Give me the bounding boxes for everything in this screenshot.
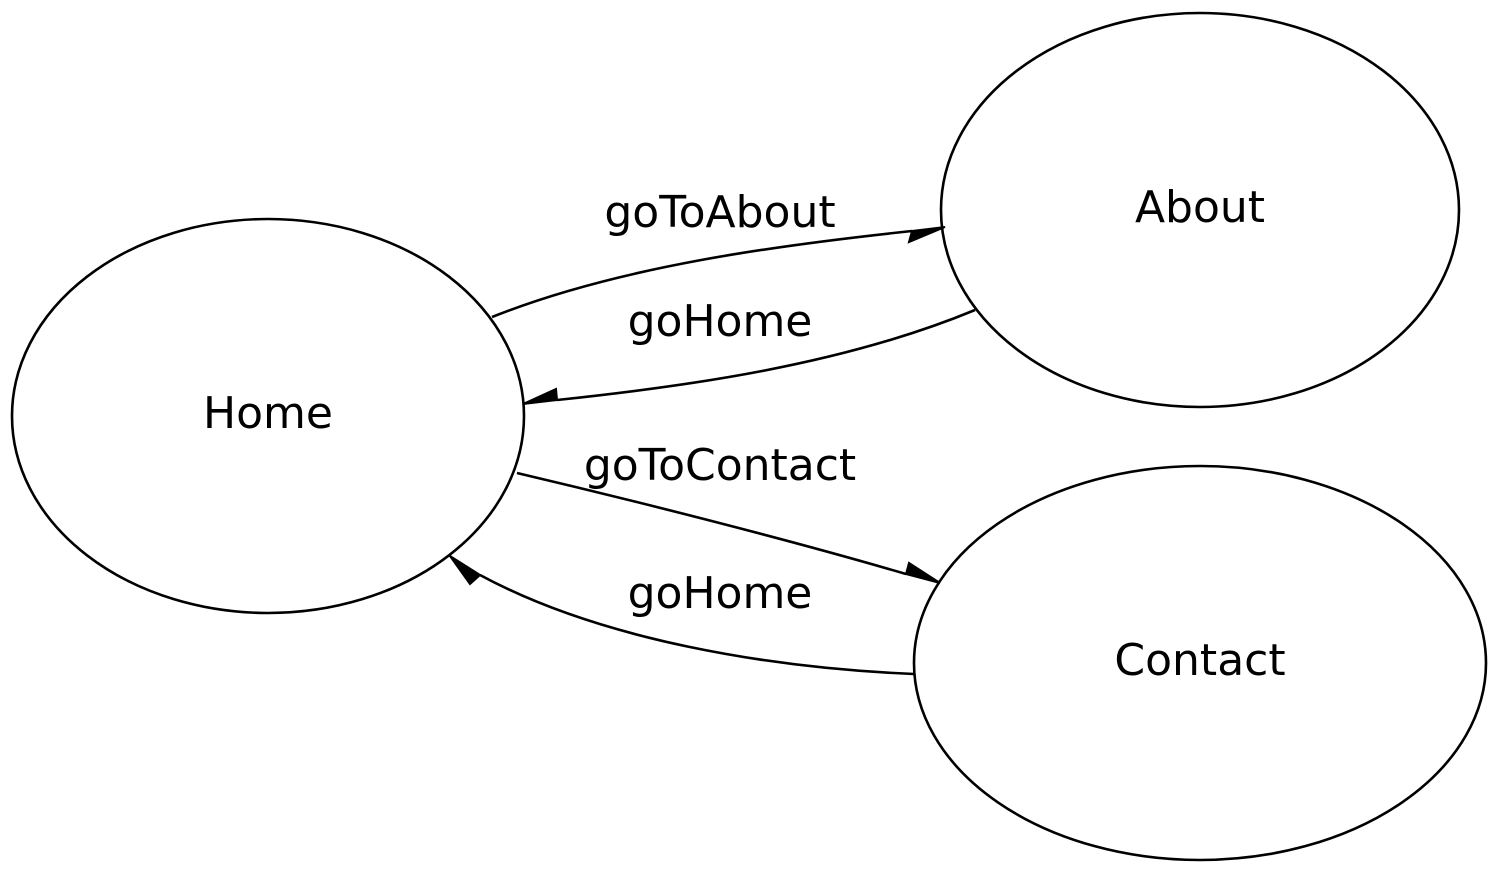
node-contact: Contact [912,464,1488,862]
node-home-shape [10,217,526,615]
edge-home-to-about-label: goToAbout [604,187,835,238]
edge-about-to-home: goHome [522,296,976,405]
arrowhead-icon [904,561,941,584]
edge-contact-to-home-label: goHome [628,568,813,619]
node-contact-shape [912,464,1488,862]
edge-home-to-contact: goToContact [516,440,941,584]
arrowhead-icon [522,387,559,405]
edge-about-to-home-label: goHome [628,296,813,347]
edge-contact-to-home-line [479,573,915,676]
node-about: About [939,11,1461,409]
edge-about-to-home-line [556,308,976,402]
edge-home-to-contact-label: goToContact [584,440,856,491]
arrowhead-icon [907,226,946,244]
node-about-shape [939,11,1461,409]
arrowhead-icon [449,555,482,586]
edge-contact-to-home: goHome [449,555,915,676]
node-contact-label: Contact [1114,635,1285,686]
node-home-label: Home [203,388,333,439]
edge-home-to-contact-line [516,471,907,576]
node-about-label: About [1135,182,1265,233]
node-home: Home [10,217,526,615]
edge-home-to-about: goToAbout [491,187,946,319]
edge-home-to-about-line [491,229,913,319]
